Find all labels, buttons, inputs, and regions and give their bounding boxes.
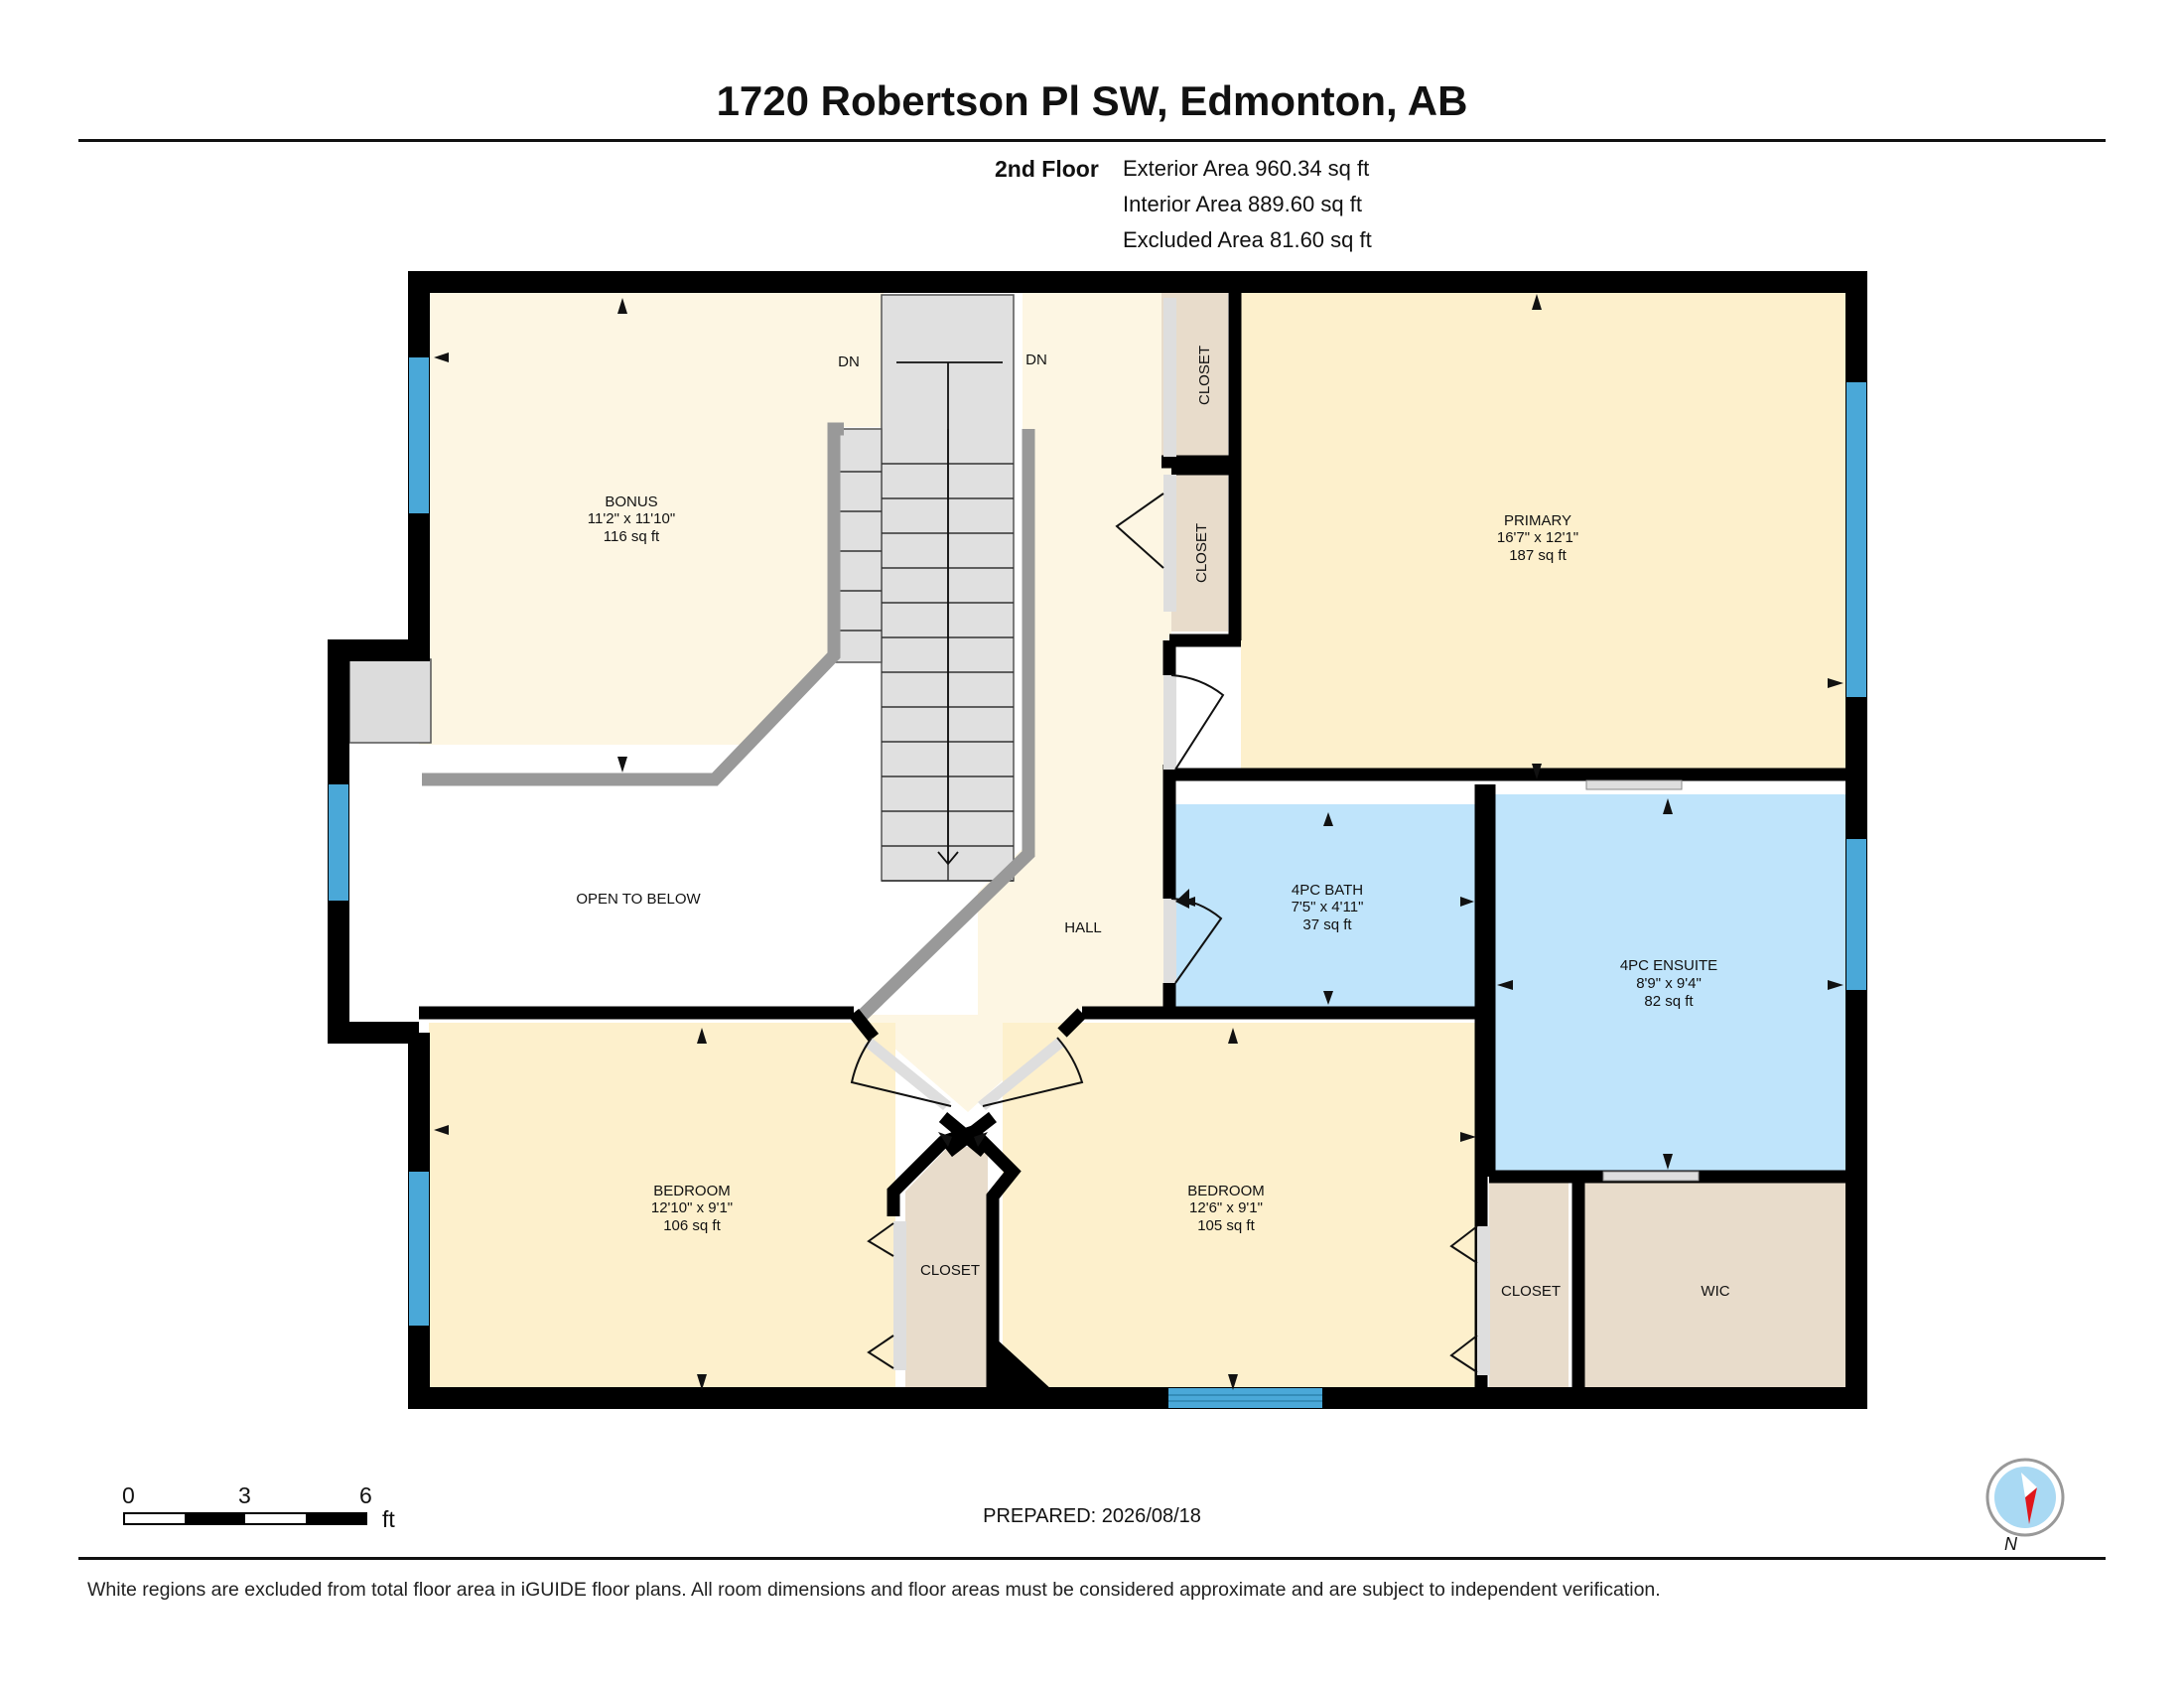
closet-bottom-left-label: CLOSET — [920, 1262, 980, 1279]
title-divider — [78, 139, 2106, 142]
bedroom-left-area: 106 sq ft — [663, 1217, 721, 1234]
stairs-dn-left: DN — [838, 353, 860, 370]
windows — [329, 357, 1866, 1408]
primary-label: PRIMARY — [1504, 512, 1571, 529]
disclaimer-text: White regions are excluded from total fl… — [87, 1579, 1661, 1601]
ensuite-dims: 8'9" x 9'4" — [1636, 975, 1702, 992]
doors — [850, 298, 1700, 1375]
excluded-area: Excluded Area 81.60 sq ft — [1123, 227, 1372, 252]
ensuite-label: 4PC ENSUITE — [1620, 957, 1717, 974]
ensuite-room-fill — [1489, 794, 1849, 1172]
interior-area: Interior Area 889.60 sq ft — [1123, 192, 1362, 216]
stair-railing — [852, 429, 1035, 1026]
exterior-area: Exterior Area 960.34 sq ft — [1123, 156, 1370, 181]
wic-label: WIC — [1701, 1283, 1729, 1300]
chimney-box — [348, 658, 432, 744]
bedroom-mid-dims: 12'6" x 9'1" — [1189, 1199, 1263, 1216]
bonus-railing — [422, 422, 844, 786]
scale-tick-3: 3 — [238, 1482, 251, 1508]
bonus-area: 116 sq ft — [604, 528, 660, 545]
primary-area: 187 sq ft — [1509, 547, 1567, 564]
wall-corner-fill — [993, 1336, 1052, 1390]
scale-unit: ft — [382, 1506, 395, 1532]
primary-dims: 16'7" x 12'1" — [1497, 529, 1578, 546]
open-below-area — [342, 745, 978, 1015]
wic-fill — [1583, 1182, 1849, 1390]
closet-top2-label: CLOSET — [1193, 523, 1210, 583]
bath-dims: 7'5" x 4'11" — [1292, 899, 1364, 915]
bath-area: 37 sq ft — [1302, 916, 1352, 933]
closet-bottom-right-fill — [1489, 1182, 1569, 1390]
closet-top2-fill — [1171, 475, 1228, 632]
compass-icon — [1985, 1458, 2065, 1537]
scale-tick-0: 0 — [122, 1482, 135, 1508]
hall-label: HALL — [1064, 919, 1102, 936]
ensuite-area: 82 sq ft — [1644, 993, 1694, 1010]
bonus-dims: 11'2" x 11'10" — [588, 510, 675, 527]
dimension-markers — [434, 294, 1843, 1390]
bedroom-left-label: BEDROOM — [653, 1183, 731, 1199]
closet-top1-label: CLOSET — [1196, 346, 1213, 405]
stairs-dn-right: DN — [1025, 352, 1047, 368]
floor-label: 2nd Floor — [995, 156, 1099, 182]
bedroom-mid-fill — [1003, 1023, 1479, 1390]
bath-label: 4PC BATH — [1292, 882, 1363, 899]
window-lines — [1168, 1394, 1322, 1402]
bonus-label: BONUS — [605, 493, 657, 510]
bedroom-mid-area: 105 sq ft — [1197, 1217, 1255, 1234]
hall-fill — [854, 288, 1171, 1112]
closet-bottom-left-fill — [905, 1147, 988, 1390]
open-below-label: OPEN TO BELOW — [576, 891, 701, 908]
closet-bottom-right-label: CLOSET — [1501, 1283, 1561, 1300]
prepared-date: PREPARED: 2026/08/18 — [983, 1505, 1201, 1527]
footer-divider — [78, 1557, 2106, 1560]
plan-title: 1720 Robertson Pl SW, Edmonton, AB — [716, 77, 1468, 124]
bedroom-mid-label: BEDROOM — [1187, 1183, 1265, 1199]
primary-room-fill — [1241, 288, 1849, 779]
scale-bar — [123, 1512, 367, 1525]
bedroom-left-fill — [429, 1023, 895, 1390]
bedroom-left-dims: 12'10" x 9'1" — [651, 1199, 733, 1216]
bonus-room-fill — [419, 288, 884, 779]
bath-room-fill — [1173, 804, 1476, 1008]
staircase — [829, 294, 1015, 882]
compass-north-label: N — [2004, 1534, 2017, 1554]
scale-tick-6: 6 — [359, 1482, 372, 1508]
